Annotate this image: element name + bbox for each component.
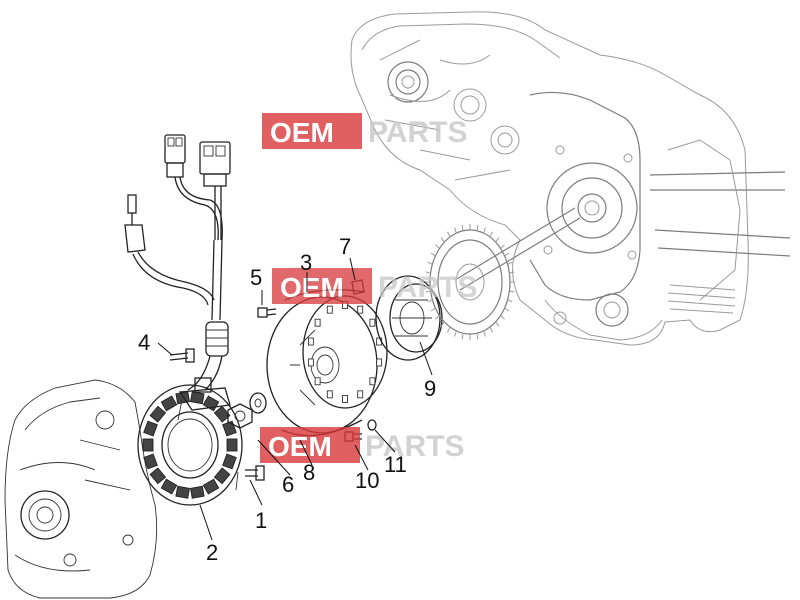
gear-tooth xyxy=(430,307,436,312)
stator-winding xyxy=(213,467,231,485)
starter-gear xyxy=(425,224,515,340)
callout-8: 8 xyxy=(303,460,315,485)
watermark-middle: OEM PARTS xyxy=(272,268,477,304)
stator-winding xyxy=(202,478,220,495)
gear-tooth xyxy=(483,330,486,337)
flywheel-rotor xyxy=(266,289,388,437)
gear-tooth xyxy=(495,237,500,243)
stator-winding xyxy=(149,405,167,423)
rotor-slot xyxy=(314,377,321,386)
engine-crankcase-drawing xyxy=(350,11,791,346)
rotor-slot xyxy=(376,358,383,367)
callout-9: 9 xyxy=(424,376,436,401)
rotor-slot xyxy=(326,305,333,314)
stator-winding xyxy=(143,420,158,437)
rotor-slot xyxy=(307,337,314,346)
callout-11: 11 xyxy=(384,452,407,477)
gear-tooth xyxy=(504,252,510,257)
gear-tooth xyxy=(425,271,431,274)
wiring-harness xyxy=(124,134,231,391)
gear-tooth xyxy=(509,271,515,274)
rotor-slot xyxy=(314,318,321,327)
gear-tooth xyxy=(440,321,445,327)
gear-tooth xyxy=(504,307,510,312)
gear-tooth xyxy=(489,326,493,333)
gear-tooth xyxy=(461,224,464,231)
callout-3: 3 xyxy=(300,250,312,275)
gear-tooth xyxy=(435,315,440,320)
stator-winding xyxy=(160,478,178,495)
watermark-bottom: OEM PARTS xyxy=(260,427,464,463)
watermark-parts-text: PARTS xyxy=(378,271,477,304)
gear-tooth xyxy=(447,326,451,333)
gear-tooth xyxy=(447,231,451,238)
gear-tooth xyxy=(425,290,431,293)
stator-winding xyxy=(189,391,205,405)
rotor-slot xyxy=(369,318,376,327)
stator-winding xyxy=(142,438,154,452)
gear-tooth xyxy=(500,315,505,320)
rotor-slot xyxy=(369,377,376,386)
gear-tooth xyxy=(427,261,433,265)
stator-winding xyxy=(226,438,238,452)
watermark-parts-text: PARTS xyxy=(365,430,464,463)
stator-winding xyxy=(143,453,158,470)
stator-winding xyxy=(189,485,205,499)
watermark-oem-text: OEM xyxy=(280,272,344,303)
callout-1: 1 xyxy=(255,508,267,533)
stator-winding xyxy=(213,405,231,423)
rotor-slot xyxy=(357,390,364,399)
stator-winding xyxy=(160,395,178,412)
stator-winding xyxy=(175,485,191,499)
gear-tooth xyxy=(454,330,457,337)
gear-tooth xyxy=(430,252,436,257)
rotor-slot xyxy=(357,305,364,314)
callout-4: 4 xyxy=(138,330,150,355)
gear-tooth xyxy=(454,227,457,234)
rotor-slot xyxy=(342,395,348,403)
watermark-oem-text: OEM xyxy=(270,117,334,148)
stator-winding xyxy=(222,453,237,470)
gear-tooth xyxy=(509,290,515,293)
gear-tooth xyxy=(507,261,513,265)
stator-winding xyxy=(149,467,167,485)
left-crankcase-cover xyxy=(4,379,158,599)
callout-6: 6 xyxy=(282,472,294,497)
gear-tooth xyxy=(476,333,479,340)
leader-lines xyxy=(157,257,433,541)
watermark-parts-text: PARTS xyxy=(368,116,467,149)
rotor-slot xyxy=(307,358,314,367)
rotor-slot xyxy=(326,390,333,399)
gear-tooth xyxy=(461,333,464,340)
gear-tooth xyxy=(489,231,493,238)
gear-tooth xyxy=(483,227,486,234)
gear-tooth xyxy=(495,321,500,327)
gear-tooth xyxy=(427,299,433,303)
gear-tooth xyxy=(440,237,445,243)
callout-7: 7 xyxy=(339,234,351,259)
stator-winding xyxy=(175,391,191,405)
gear-tooth xyxy=(476,224,479,231)
starter-clutch xyxy=(375,275,443,361)
stator xyxy=(137,377,243,506)
callout-5: 5 xyxy=(250,265,262,290)
callout-10: 10 xyxy=(355,468,379,493)
gear-tooth xyxy=(507,299,513,303)
callout-labels: 1 2 3 4 5 6 7 8 9 10 11 xyxy=(138,234,436,565)
callout-2: 2 xyxy=(206,540,218,565)
gear-tooth xyxy=(500,244,505,249)
watermark-top: OEM PARTS xyxy=(262,113,467,149)
watermark-oem-text: OEM xyxy=(268,431,332,462)
gear-tooth xyxy=(435,244,440,249)
